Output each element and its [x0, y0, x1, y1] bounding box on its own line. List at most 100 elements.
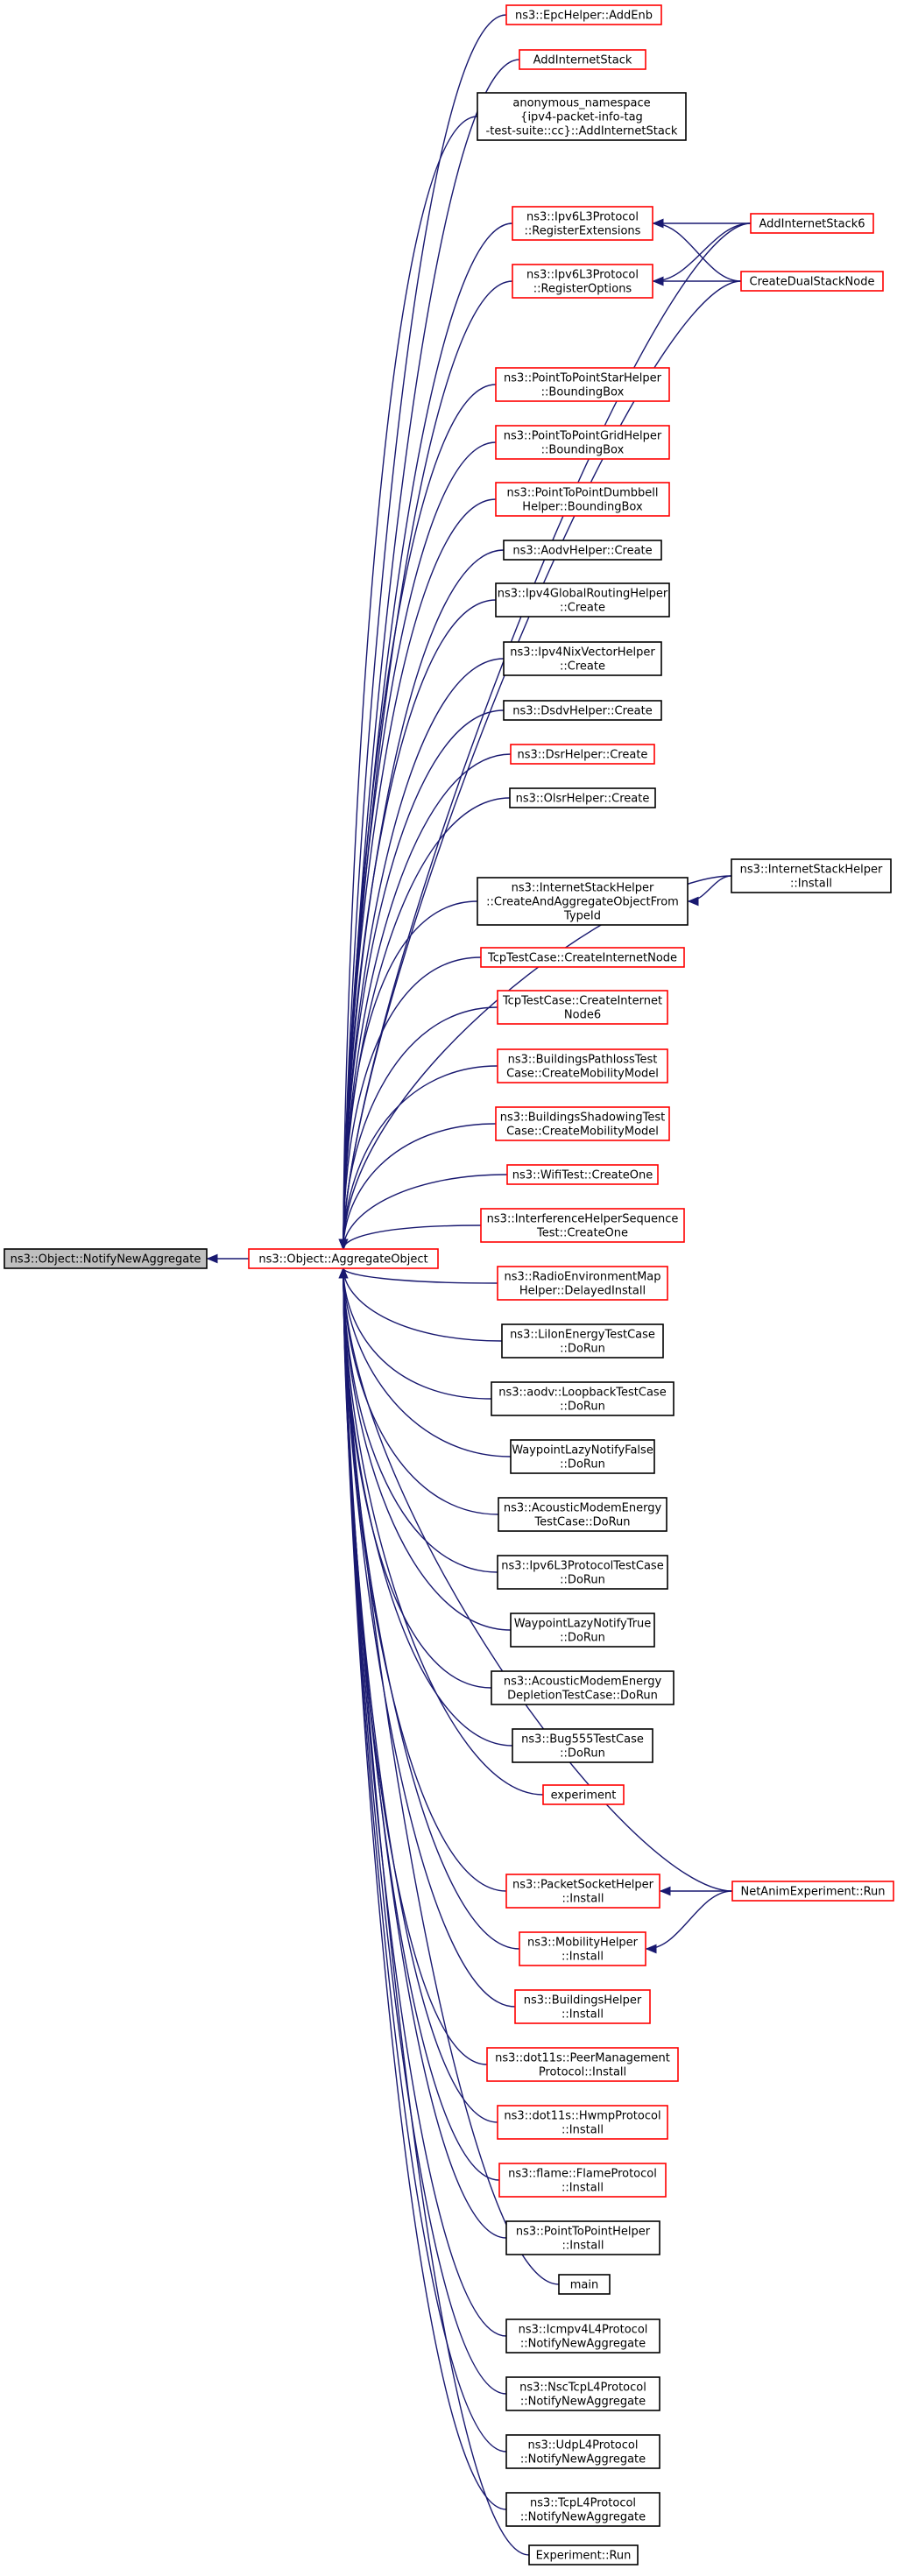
- node-anon[interactable]: anonymous_namespace{ipv4-packet-info-tag…: [477, 92, 687, 141]
- node-label: ns3::RadioEnvironmentMap: [504, 1271, 660, 1284]
- node-dsdv[interactable]: ns3::DsdvHelper::Create: [503, 700, 662, 721]
- node-p2p[interactable]: ns3::PointToPointHelper::Install: [505, 2220, 660, 2255]
- node-dualstack[interactable]: CreateDualStackNode: [740, 271, 884, 292]
- edge-line: [343, 1123, 497, 1250]
- node-tcpNode[interactable]: TcpTestCase::CreateInternetNode: [480, 947, 685, 968]
- node-liion[interactable]: ns3::LiIonEnergyTestCase::DoRun: [501, 1323, 664, 1359]
- node-dumbbell[interactable]: ns3::PointToPointDumbbellHelper::Boundin…: [495, 482, 670, 517]
- node-box: [505, 2434, 660, 2469]
- node-label: ::BoundingBox: [541, 386, 625, 399]
- node-isInstall[interactable]: ns3::InternetStackHelper::Install: [731, 858, 892, 893]
- edge-line: [343, 1267, 492, 1400]
- edge-line: [343, 1267, 516, 2008]
- node-notify[interactable]: ns3::Object::NotifyNewAggregate: [4, 1248, 208, 1269]
- node-dsr[interactable]: ns3::DsrHelper::Create: [510, 744, 655, 765]
- node-label: ns3::Object::NotifyNewAggregate: [11, 1253, 201, 1267]
- node-nix[interactable]: ns3::Ipv4NixVectorHelper::Create: [503, 641, 662, 676]
- edge-wpTrue-to-aggregate: [338, 1267, 512, 1631]
- node-box: [495, 582, 670, 618]
- node-label: Helper::DelayedInstall: [519, 1285, 646, 1298]
- node-box: [491, 1670, 675, 1705]
- node-experiment[interactable]: experiment: [542, 1784, 625, 1805]
- node-loopback[interactable]: ns3::aodv::LoopbackTestCase::DoRun: [491, 1381, 675, 1416]
- node-bshadow[interactable]: ns3::BuildingsShadowingTestCase::CreateM…: [495, 1106, 670, 1141]
- node-expRun[interactable]: Experiment::Run: [528, 2544, 639, 2565]
- node-label: TestCase::DoRun: [533, 1516, 630, 1529]
- node-label: ns3::PointToPointDumbbell: [507, 487, 659, 500]
- node-label: ::DoRun: [560, 1458, 605, 1471]
- node-addstack[interactable]: AddInternetStack: [519, 49, 646, 70]
- node-mobility[interactable]: ns3::MobilityHelper::Install: [519, 1931, 646, 1966]
- edge-line: [343, 1267, 499, 1515]
- node-packetSock[interactable]: ns3::PacketSocketHelper::Install: [505, 1874, 660, 1909]
- node-ipv6test[interactable]: ns3::Ipv6L3ProtocolTestCase::DoRun: [497, 1555, 668, 1590]
- edge-line: [343, 900, 478, 1250]
- node-nsc[interactable]: ns3::NscTcpL4Protocol::NotifyNewAggregat…: [505, 2376, 660, 2411]
- node-label: ns3::OlsrHelper::Create: [516, 793, 650, 806]
- node-main[interactable]: main: [558, 2274, 611, 2295]
- node-wpFalse[interactable]: WaypointLazyNotifyFalse::DoRun: [510, 1439, 655, 1474]
- node-label: Test::CreateOne: [536, 1227, 628, 1240]
- node-box: [505, 2492, 660, 2527]
- node-star[interactable]: ns3::PointToPointStarHelper::BoundingBox: [495, 367, 670, 402]
- node-label: ::Create: [560, 660, 605, 674]
- node-box: [510, 1439, 655, 1474]
- edge-regopt-to-aggregate: [338, 280, 513, 1251]
- node-ipv4gr[interactable]: ns3::Ipv4GlobalRoutingHelper::Create: [495, 582, 670, 618]
- node-label: AddInternetStack6: [759, 218, 865, 231]
- arrowhead: [338, 1239, 349, 1251]
- node-epc[interactable]: ns3::EpcHelper::AddEnb: [505, 4, 662, 25]
- node-udp[interactable]: ns3::UdpL4Protocol::NotifyNewAggregate: [505, 2434, 660, 2469]
- node-bug555[interactable]: ns3::Bug555TestCase::DoRun: [512, 1728, 653, 1763]
- node-bpath[interactable]: ns3::BuildingsPathlossTestCase::CreateMo…: [497, 1048, 668, 1083]
- node-acousticDep[interactable]: ns3::AcousticModemEnergyDepletionTestCas…: [491, 1670, 675, 1705]
- node-wifi[interactable]: ns3::WifiTest::CreateOne: [506, 1164, 659, 1185]
- node-box: [498, 1497, 667, 1532]
- node-grid[interactable]: ns3::PointToPointGridHelper::BoundingBox: [495, 425, 670, 460]
- node-label: Protocol::Install: [539, 2066, 626, 2079]
- node-label: AddInternetStack: [533, 54, 632, 67]
- node-box: [4, 1248, 208, 1269]
- node-box: [495, 425, 670, 460]
- node-tcp[interactable]: ns3::TcpL4Protocol::NotifyNewAggregate: [505, 2492, 660, 2527]
- node-addstack6[interactable]: AddInternetStack6: [750, 213, 874, 234]
- node-box: [498, 2163, 667, 2198]
- edge-line: [343, 280, 742, 1250]
- node-aodv[interactable]: ns3::AodvHelper::Create: [503, 540, 662, 561]
- arrowhead: [652, 218, 664, 229]
- edge-line: [653, 222, 752, 282]
- node-wpTrue[interactable]: WaypointLazyNotifyTrue::DoRun: [510, 1613, 655, 1648]
- edge-isInstall-to-isCreate: [687, 875, 732, 907]
- node-label: ns3::InterferenceHelperSequence: [487, 1213, 679, 1226]
- edge-aggregate-to-notify: [206, 1253, 249, 1264]
- edge-line: [343, 1267, 507, 2337]
- node-regopt[interactable]: ns3::Ipv6L3Protocol::RegisterOptions: [512, 264, 653, 299]
- node-regext[interactable]: ns3::Ipv6L3Protocol::RegisterExtensions: [512, 206, 653, 241]
- node-flame[interactable]: ns3::flame::FlameProtocol::Install: [498, 2163, 667, 2198]
- node-buildings[interactable]: ns3::BuildingsHelper::Install: [514, 1989, 651, 2024]
- node-isCreate[interactable]: ns3::InternetStackHelper::CreateAndAggre…: [477, 877, 689, 926]
- node-hwmp[interactable]: ns3::dot11s::HwmpProtocol::Install: [497, 2105, 668, 2140]
- edge-line: [343, 59, 520, 1250]
- node-box: [519, 1931, 646, 1966]
- node-box: [731, 1881, 894, 1902]
- node-box: [497, 990, 668, 1025]
- node-label: ::DoRun: [560, 1632, 605, 1645]
- edge-line: [343, 1267, 503, 1342]
- edge-line: [343, 1267, 512, 1457]
- arrowhead: [652, 276, 664, 286]
- node-label: WaypointLazyNotifyFalse: [512, 1444, 653, 1457]
- node-netanim[interactable]: NetAnimExperiment::Run: [731, 1881, 894, 1902]
- node-interf[interactable]: ns3::InterferenceHelperSequenceTest::Cre…: [480, 1208, 685, 1243]
- node-icmp[interactable]: ns3::Icmpv4L4Protocol::NotifyNewAggregat…: [505, 2318, 660, 2354]
- edge-line: [343, 709, 505, 1250]
- node-radio[interactable]: ns3::RadioEnvironmentMapHelper::DelayedI…: [497, 1266, 668, 1301]
- node-aggregate[interactable]: ns3::Object::AggregateObject: [248, 1248, 439, 1269]
- edge-bpath-to-aggregate: [338, 1065, 498, 1251]
- node-peer[interactable]: ns3::dot11s::PeerManagementProtocol::Ins…: [486, 2047, 679, 2082]
- node-olsr[interactable]: ns3::OlsrHelper::Create: [509, 787, 656, 808]
- node-label: ::NotifyNewAggregate: [520, 2396, 646, 2409]
- node-box: [558, 2274, 611, 2295]
